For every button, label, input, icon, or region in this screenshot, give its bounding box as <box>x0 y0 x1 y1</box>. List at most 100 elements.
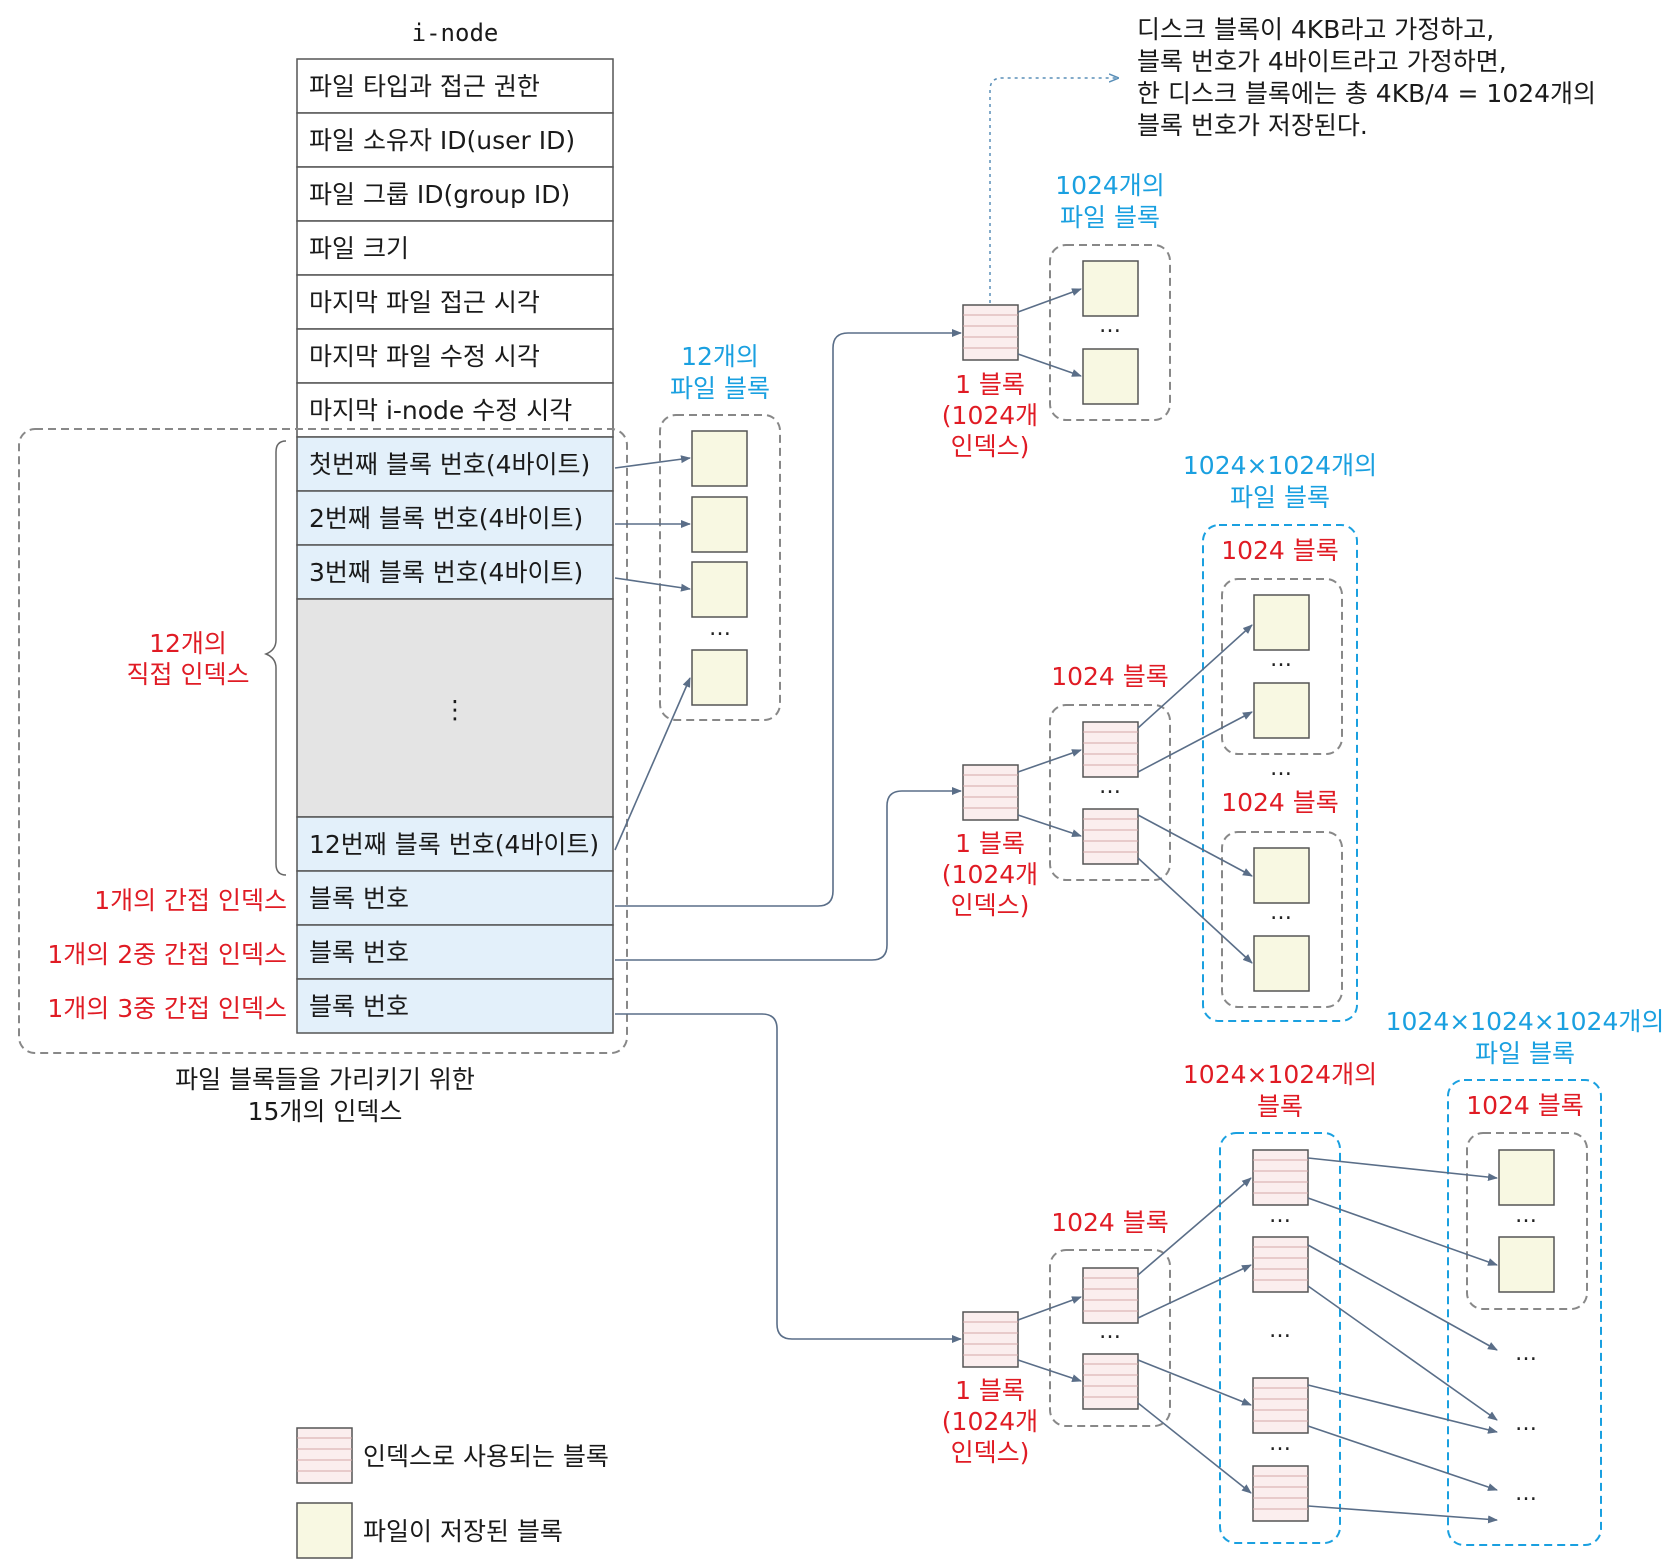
single-blocks-group <box>1049 244 1171 421</box>
ellipsis: … <box>709 616 731 641</box>
double-index-block <box>962 764 1019 821</box>
single-indirect-arrow <box>615 329 962 907</box>
direct-row <box>296 816 614 872</box>
file-block <box>1498 1236 1555 1293</box>
file-block <box>691 649 748 706</box>
index-arrow <box>1137 624 1253 729</box>
index-arrow <box>1017 749 1082 773</box>
one-block-label: (1024개 <box>942 860 1038 889</box>
file-block <box>1498 1149 1555 1206</box>
file-block-group <box>1221 831 1343 1008</box>
file-block <box>1253 682 1310 739</box>
double-level1-group <box>1049 704 1171 881</box>
index-arrow <box>1137 1359 1252 1406</box>
index-arrow <box>1137 1402 1252 1494</box>
single-indirect-label: 1개의 간접 인덱스 <box>94 886 287 915</box>
direct-brace <box>263 440 287 876</box>
file-block <box>1082 260 1139 317</box>
single-index-block <box>962 304 1019 361</box>
ellipsis: … <box>1515 1203 1537 1228</box>
triple-index-block <box>962 1311 1019 1368</box>
direct-index-label: 12개의 <box>149 629 227 658</box>
file-block <box>1253 935 1310 992</box>
fifteen-index-label: 파일 블록들을 가리키기 위한 <box>175 1065 475 1094</box>
direct-label: 3번째 블록 번호(4바이트) <box>309 558 583 587</box>
single-blocks-label: 파일 블록 <box>1060 203 1160 232</box>
indirect-label: 블록 번호 <box>309 884 409 913</box>
one-block-label: (1024개 <box>942 401 1038 430</box>
index-arrow <box>1307 1425 1498 1491</box>
triple-indirect-arrow <box>615 1013 962 1343</box>
direct-label: 2번째 블록 번호(4바이트) <box>309 504 583 533</box>
indirect-label: 블록 번호 <box>309 992 409 1021</box>
ellipsis: … <box>1099 313 1121 338</box>
triple-blocks-label: 1024×1024×1024개의 <box>1386 1007 1665 1036</box>
triple-indirect-label: 1개의 3중 간접 인덱스 <box>47 994 287 1023</box>
field-label: 마지막 i-node 수정 시각 <box>309 396 572 425</box>
file-block <box>1253 847 1310 904</box>
direct-blocks-label: 파일 블록 <box>670 374 770 403</box>
fifteen-index-label: 15개의 인덱스 <box>248 1097 403 1126</box>
ellipsis: … <box>1270 647 1292 672</box>
ellipsis: … <box>1515 1411 1537 1436</box>
field-label: 파일 소유자 ID(user ID) <box>309 126 575 155</box>
file-block <box>1253 594 1310 651</box>
field-row <box>296 112 614 168</box>
direct-label: 첫번째 블록 번호(4바이트) <box>309 450 590 479</box>
direct-gap-row <box>296 598 614 818</box>
note-line: 블록 번호가 저장된다. <box>1137 111 1368 140</box>
double-blocks-group <box>1202 524 1358 1022</box>
file-block <box>1082 348 1139 405</box>
field-label: 파일 그룹 ID(group ID) <box>309 180 570 209</box>
index-arrow <box>1307 1197 1498 1266</box>
direct-arrow <box>614 677 691 851</box>
inode-title: i-node <box>412 19 499 47</box>
index-block <box>1252 1377 1309 1434</box>
index-arrow <box>1137 857 1253 964</box>
block-1024-label: 1024 블록 <box>1466 1091 1584 1120</box>
field-label: 마지막 파일 접근 시각 <box>309 288 540 317</box>
index-arrow <box>1307 1505 1498 1524</box>
index-arrow <box>1137 1264 1252 1319</box>
block-1024-label: 1024 블록 <box>1051 662 1169 691</box>
index-block <box>1082 1353 1139 1410</box>
one-block-label: 1 블록 <box>955 829 1025 858</box>
block-1024-label: 1024 블록 <box>1221 536 1339 565</box>
indirect-label: 블록 번호 <box>309 938 409 967</box>
note-line: 한 디스크 블록에는 총 4KB/4 = 1024개의 <box>1137 79 1596 108</box>
file-block <box>691 561 748 618</box>
legend-file-swatch <box>296 1502 353 1559</box>
ellipsis: … <box>1099 1319 1121 1344</box>
ellipsis: … <box>1269 1431 1291 1456</box>
one-block-label: 인덱스) <box>951 891 1030 920</box>
note-line: 블록 번호가 4바이트라고 가정하면, <box>1137 47 1507 76</box>
ellipsis: … <box>1515 1341 1537 1366</box>
index-arrow <box>1017 353 1082 377</box>
block-1024x1024-label: 1024×1024개의 <box>1183 1060 1377 1089</box>
indirect-row <box>296 978 614 1034</box>
ellipsis: … <box>1270 900 1292 925</box>
index-arrow <box>1307 1244 1498 1351</box>
indirect-row <box>296 924 614 980</box>
index-block <box>1252 1149 1309 1206</box>
index-arrow <box>1137 711 1253 773</box>
direct-row <box>296 436 614 492</box>
triple-blocks-label: 파일 블록 <box>1475 1039 1575 1068</box>
field-row <box>296 220 614 276</box>
index-arrow <box>1307 1157 1498 1182</box>
note-line: 디스크 블록이 4KB라고 가정하고, <box>1137 15 1494 44</box>
index-block <box>1252 1465 1309 1522</box>
file-block <box>691 496 748 553</box>
index-block <box>1082 1267 1139 1324</box>
legend-index-swatch <box>296 1427 353 1484</box>
index-group-outline <box>18 428 628 1054</box>
index-arrow <box>1137 814 1253 877</box>
direct-blocks-group <box>659 414 781 721</box>
ellipsis: … <box>1270 756 1292 781</box>
triple-level2-group <box>1219 1132 1341 1544</box>
ellipsis: … <box>1515 1481 1537 1506</box>
direct-arrow <box>614 455 691 469</box>
block-1024-label: 1024 블록 <box>1221 788 1339 817</box>
block-1024x1024-label: 블록 <box>1257 1092 1303 1121</box>
